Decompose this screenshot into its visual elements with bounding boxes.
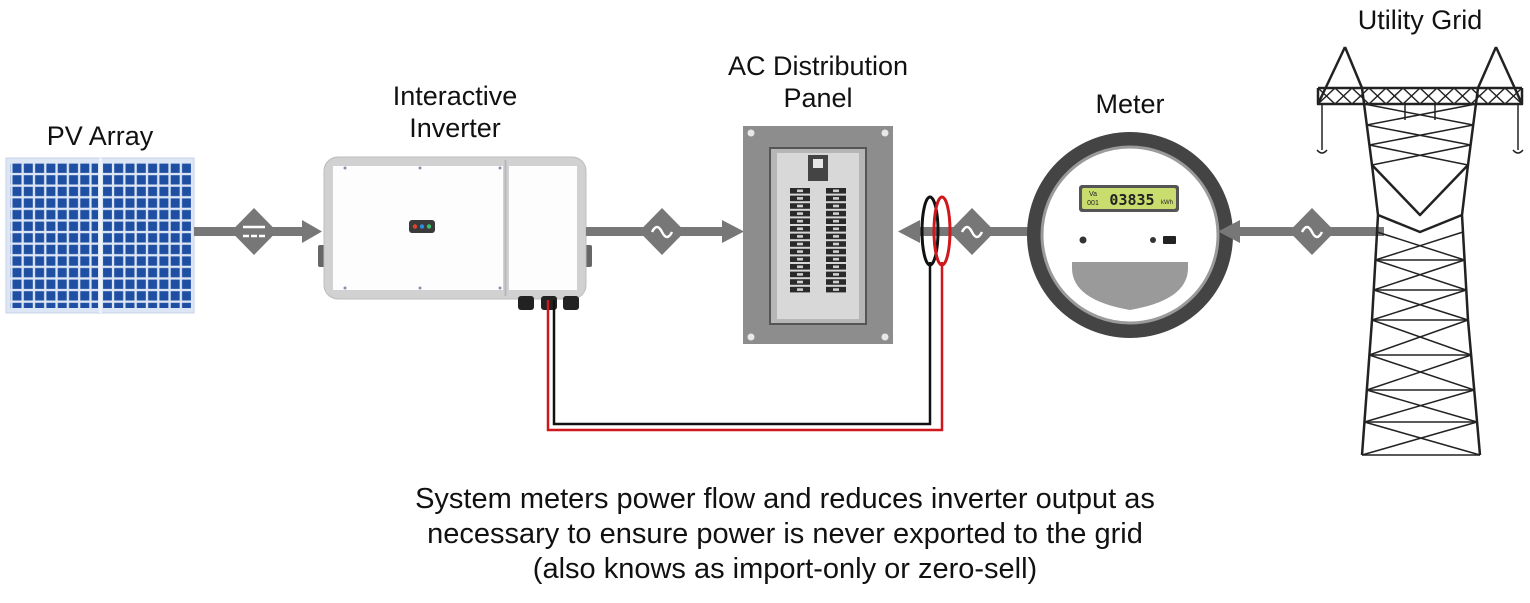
meter-label: Meter xyxy=(1095,89,1165,119)
panel-breakers xyxy=(790,188,846,293)
ac-sine-icon xyxy=(650,225,674,239)
meter-to-panel-arrow xyxy=(898,208,1036,255)
tower-brace xyxy=(1385,87,1404,105)
tower-brace xyxy=(1368,87,1387,105)
tower-brace xyxy=(1369,354,1475,391)
inverter-label-line1: Interactive xyxy=(392,81,518,111)
breaker-toggle xyxy=(833,257,839,261)
dc-symbol-icon xyxy=(243,225,265,238)
tower-brace xyxy=(1366,103,1477,126)
inverter-to-panel-arrow xyxy=(586,208,744,255)
interactive-inverter xyxy=(318,156,592,310)
tower-brace xyxy=(1436,87,1455,105)
caption-line1: System meters power flow and reduces inv… xyxy=(415,483,1155,515)
breaker-toggle xyxy=(833,227,839,231)
system-diagram: Va 001 03835 kWh xyxy=(5,46,1524,456)
inverter-status-led-icon xyxy=(409,220,435,233)
tower-brace xyxy=(1369,319,1469,356)
breaker-toggle xyxy=(833,204,839,208)
breaker-toggle xyxy=(797,204,803,208)
caption-line2: necessary to ensure power is never expor… xyxy=(427,518,1143,550)
ac-sine-icon xyxy=(960,225,984,239)
breaker-toggle xyxy=(797,197,803,200)
breaker-toggle xyxy=(797,242,803,246)
tower-brace xyxy=(1369,124,1474,146)
breaker-toggle xyxy=(833,242,839,246)
grid-to-meter-arrow xyxy=(1218,208,1384,255)
caption-line3: (also knows as import-only or zero-sell) xyxy=(532,553,1038,585)
breaker-toggle xyxy=(797,227,803,231)
tower-brace xyxy=(1371,289,1467,321)
inverter-label-line2: Inverter xyxy=(409,113,501,143)
breaker-toggle xyxy=(833,197,839,200)
meter-lcd-unit: kWh xyxy=(1161,200,1173,206)
tower-brace xyxy=(1373,259,1465,291)
meter-lcd-prefix-top: Va xyxy=(1089,191,1097,198)
inverter-label: Interactive Inverter xyxy=(345,80,565,144)
tower-brace xyxy=(1351,87,1370,105)
ac-panel-label: AC Distribution Panel xyxy=(698,50,938,114)
breaker-toggle xyxy=(797,212,803,215)
pv-array xyxy=(5,157,195,314)
tower-brace xyxy=(1453,87,1472,105)
breaker-toggle xyxy=(833,219,839,223)
utility-grid-label: Utility Grid xyxy=(1357,5,1483,35)
ac-distribution-panel xyxy=(743,126,893,344)
ac-sine-icon xyxy=(1300,225,1324,239)
tower-brace xyxy=(1419,87,1438,105)
current-transformer-wiring xyxy=(546,262,944,432)
breaker-toggle xyxy=(833,235,839,238)
breaker-toggle xyxy=(833,273,839,276)
breaker-toggle xyxy=(833,265,839,269)
breaker-toggle xyxy=(797,189,803,193)
transmission-tower-icon xyxy=(1316,46,1524,456)
breaker-toggle xyxy=(797,280,803,284)
dc-flow-arrow xyxy=(194,208,322,255)
breaker-toggle xyxy=(797,288,803,291)
tower-brace xyxy=(1375,231,1464,261)
tower-brace xyxy=(1317,87,1336,105)
breaker-toggle xyxy=(797,235,803,238)
tower-brace xyxy=(1470,87,1489,105)
breaker-toggle xyxy=(797,257,803,261)
breaker-toggle xyxy=(833,280,839,284)
tower-brace xyxy=(1364,389,1475,423)
breaker-toggle xyxy=(833,250,839,253)
breaker-toggle xyxy=(833,212,839,215)
caption: System meters power flow and reduces inv… xyxy=(265,482,1305,587)
pv-array-label: PV Array xyxy=(46,121,154,151)
tower-brace xyxy=(1371,319,1472,356)
breaker-toggle xyxy=(797,219,803,223)
breaker-toggle xyxy=(797,273,803,276)
tower-brace xyxy=(1487,87,1506,105)
utility-meter: Va 001 03835 kWh xyxy=(1027,132,1233,338)
tower-brace xyxy=(1366,354,1472,391)
ct-sensor-loops xyxy=(920,195,952,267)
ac-panel-label-line1: AC Distribution xyxy=(727,51,909,81)
tower-brace xyxy=(1334,87,1353,105)
tower-brace xyxy=(1504,87,1523,105)
meter-lcd-reading: 03835 xyxy=(1109,191,1154,209)
tower-brace xyxy=(1402,87,1421,105)
breaker-toggle xyxy=(833,288,839,291)
meter-lcd-prefix-bottom: 001 xyxy=(1087,200,1099,207)
breaker-toggle xyxy=(797,250,803,253)
breaker-toggle xyxy=(797,265,803,269)
breaker-toggle xyxy=(833,189,839,193)
tower-brace xyxy=(1371,144,1471,166)
ac-panel-label-line2: Panel xyxy=(783,83,853,113)
tower-brace xyxy=(1361,421,1478,456)
